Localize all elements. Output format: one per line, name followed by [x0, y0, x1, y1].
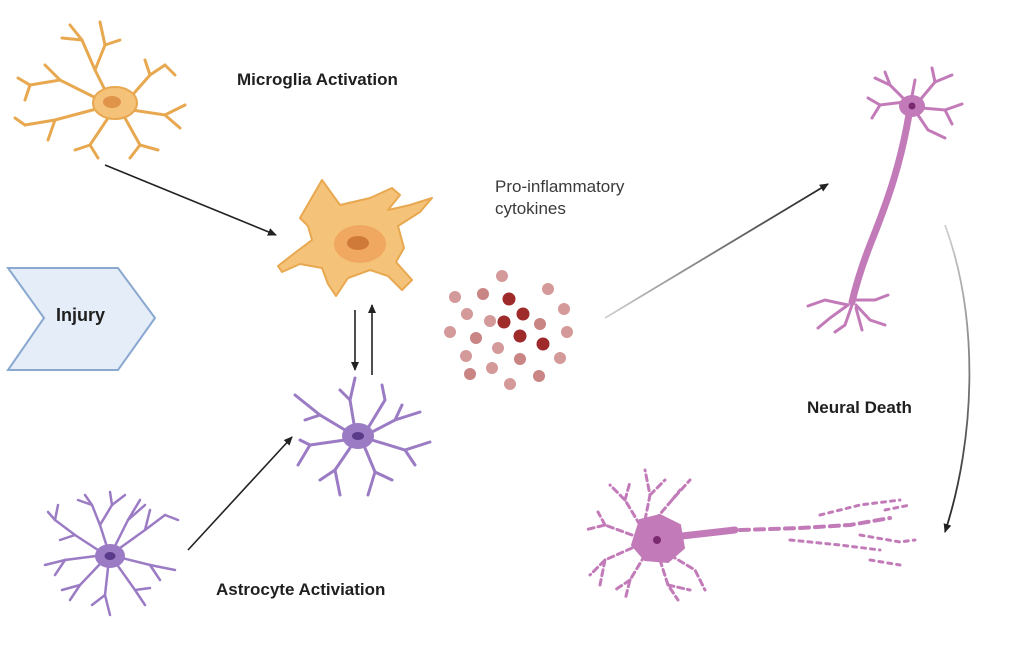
- cytokines-label: Pro-inflammatory cytokines: [495, 176, 624, 220]
- injury-label: Injury: [56, 305, 106, 325]
- cytokines-label-line2: cytokines: [495, 199, 566, 218]
- cytokine-cluster-icon: [444, 270, 573, 390]
- microglia-resting-icon: [13, 20, 187, 160]
- arrow-astrocyte-resting-to-activated: [187, 436, 293, 551]
- arrow-microglia-to-activated: [104, 164, 277, 236]
- neuron-dying-icon: [583, 468, 917, 602]
- microglia-activated-icon: [277, 179, 433, 297]
- neuron-healthy-icon: [806, 66, 964, 334]
- arrow-neuron-to-death: [943, 224, 971, 533]
- astrocyte-activation-label: Astrocyte Activiation: [216, 580, 386, 599]
- injury-chevron-icon: [6, 267, 157, 371]
- cytokines-label-line1: Pro-inflammatory: [495, 177, 625, 196]
- arrows: [104, 164, 971, 551]
- microglia-activation-label: Microglia Activation: [237, 70, 398, 89]
- arrow-cytokines-to-neuron: [604, 183, 829, 319]
- astrocyte-activated-icon: [293, 376, 432, 497]
- astrocyte-resting-icon: [43, 490, 180, 617]
- neural-death-label: Neural Death: [807, 398, 912, 417]
